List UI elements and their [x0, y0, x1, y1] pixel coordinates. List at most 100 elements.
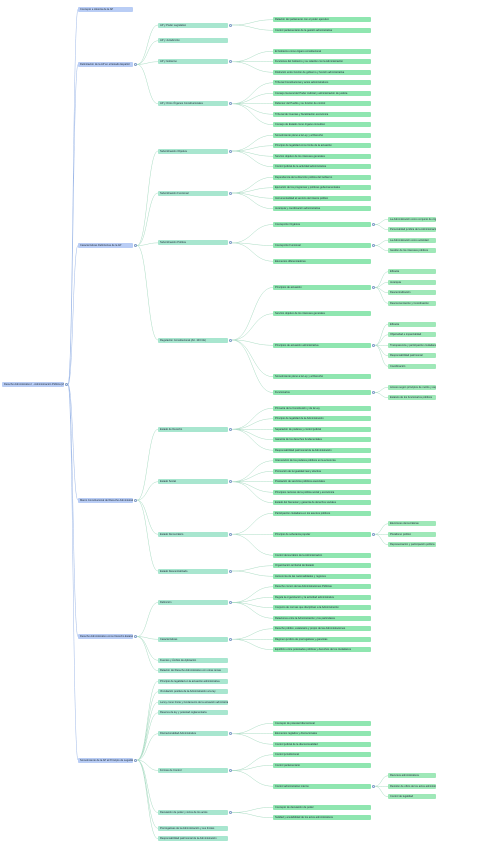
node-tribunal-de-cuentas-y-fiscalizacion-econ[interactable]: Tribunal de Cuentas y fiscalización econ…	[273, 111, 371, 117]
collapse-toggle[interactable]	[134, 498, 137, 502]
collapse-toggle[interactable]	[229, 102, 232, 106]
node-servicio-objetivo-de-los-intereses-gener[interactable]: Servicio objetivo de los intereses gener…	[273, 311, 371, 317]
node-elecciones-democraticas[interactable]: Elecciones democráticas	[388, 521, 436, 527]
node-responsabilidad-patrimonial-de-la-admini[interactable]: Responsabilidad patrimonial de la Admini…	[158, 836, 228, 842]
node-equilibrio-entre-potestades-publicas-y-d[interactable]: Equilibrio entre potestades públicas y d…	[273, 647, 371, 653]
node-formas-de-control[interactable]: Formas de Control	[158, 768, 228, 773]
node-ap-y-poder-legislativo[interactable]: AP y Poder Legislativo	[158, 22, 228, 28]
node-recursos-administrativos[interactable]: Recursos administrativos	[388, 773, 436, 779]
node-ap-y-gobierno[interactable]: AP y Gobierno	[158, 59, 228, 65]
collapse-toggle[interactable]	[372, 286, 375, 289]
node-delimitacion-de-la-ap-en-el-estado-espan[interactable]: Delimitación de la AP en el Estado Españ…	[78, 61, 133, 67]
node-control-judicial-de-la-actividad-adminis[interactable]: Control judicial de la actividad adminis…	[273, 164, 371, 170]
node-descentralizacion[interactable]: Descentralización	[388, 290, 436, 296]
node-conjunto-de-normas-que-disciplinan-a-la-[interactable]: Conjunto de normas que disciplinan a la …	[273, 605, 371, 611]
node-caracteristicas-definitorias-de-la-ap[interactable]: Características Definitorias de la AP	[78, 243, 133, 248]
node-el-gobierno-como-organo-constitucional[interactable]: El Gobierno como órgano constitucional	[273, 48, 371, 54]
collapse-toggle[interactable]	[229, 23, 232, 27]
collapse-toggle[interactable]	[229, 241, 232, 245]
node-consejo-general-del-poder-judicial-y-adm[interactable]: Consejo General del Poder Judicial y adm…	[273, 90, 371, 96]
node-subordinacion-politica[interactable]: Subordinación Política	[158, 240, 228, 246]
node-transparencia-y-participacion-ciudadana[interactable]: Transparencia y participación ciudadana	[388, 342, 436, 348]
collapse-toggle[interactable]	[134, 62, 137, 66]
node-estado-del-bienestar-y-garantia-de-derec[interactable]: Estado del bienestar y garantía de derec…	[273, 500, 371, 506]
node-gestion-de-los-intereses-publicos[interactable]: Gestión de los intereses públicos	[388, 248, 436, 254]
collapse-toggle[interactable]	[229, 60, 232, 64]
collapse-toggle[interactable]	[229, 811, 232, 814]
node-intervencion-de-los-poderes-publicos-en-[interactable]: Intervención de los poderes públicos en …	[273, 458, 371, 464]
collapse-toggle[interactable]	[229, 532, 232, 536]
node-elementos-reglados-y-discrecionales[interactable]: Elementos reglados y discrecionales	[273, 731, 371, 737]
node-representacion-y-participacion-politica[interactable]: Representación y participación política	[388, 542, 436, 548]
node-regula-la-organizacion-y-la-actividad-ad[interactable]: Regula la organización y la actividad ad…	[273, 594, 371, 600]
node-ap-y-otros-organos-constitucionales[interactable]: AP y Otros Órganos Constitucionales	[158, 101, 228, 107]
node-autonomia-de-las-nacionalidades-y-region[interactable]: Autonomía de las nacionalidades y region…	[273, 573, 371, 579]
node-reserva-de-ley-y-potestad-reglamentaria[interactable]: Reserva de ley y potestad reglamentaria	[158, 710, 228, 716]
node-la-administracion-como-conjunto-de-organ[interactable]: La Administración como conjunto de órgan…	[388, 216, 436, 222]
node-consejo-de-estado-como-organo-consultivo[interactable]: Consejo de Estado como órgano consultivo	[273, 122, 371, 128]
node-control-parlamentario-de-la-gestion-admi[interactable]: Control parlamentario de la gestión admi…	[273, 27, 371, 33]
node-caracteristicas[interactable]: Características	[158, 636, 228, 642]
node-principios-de-actuacion-administrativa[interactable]: Principios de actuación administrativa	[273, 342, 371, 348]
collapse-toggle[interactable]	[229, 149, 232, 153]
node-marco-constitucional-del-derecho-adminis[interactable]: Marco Constitucional del Derecho Adminis…	[78, 497, 133, 503]
node-principio-de-legalidad-como-limite-de-la[interactable]: Principio de legalidad como límite de la…	[273, 143, 371, 149]
collapse-toggle[interactable]	[372, 343, 375, 347]
node-servicio-objetivo-de-los-intereses-gener[interactable]: Servicio objetivo de los intereses gener…	[273, 153, 371, 159]
node-desviacion-de-poder-y-vicios-de-los-acto[interactable]: Desviación de poder y vicios de los acto…	[158, 810, 228, 815]
node-tribunal-constitucional-y-actos-administ[interactable]: Tribunal Constitucional y actos administ…	[273, 80, 371, 86]
node-la-administracion-como-actividad[interactable]: La Administración como actividad	[388, 237, 436, 243]
node-sometimiento-pleno-a-la-ley-y-al-derecho[interactable]: Sometimiento pleno a la Ley y al Derecho	[273, 132, 371, 138]
node-control-parlamentario[interactable]: Control parlamentario	[273, 762, 371, 768]
node-derecho-administrativo-i-administracion-[interactable]: Derecho Administrativo I - Administració…	[2, 382, 64, 388]
collapse-toggle[interactable]	[229, 732, 232, 736]
collapse-toggle[interactable]	[229, 637, 232, 641]
node-relaciones-entre-la-administracion-y-los[interactable]: Relaciones entre la Administración y los…	[273, 615, 371, 621]
node-responsabilidad-patrimonial[interactable]: Responsabilidad patrimonial	[388, 353, 436, 359]
node-subordinacion-objetiva[interactable]: Subordinación Objetiva	[158, 148, 228, 154]
node-dependencia-de-la-direccion-politica-del[interactable]: Dependencia de la dirección política del…	[273, 174, 371, 180]
node-prestacion-de-servicios-publicos-esencia[interactable]: Prestación de servicios públicos esencia…	[273, 479, 371, 485]
node-jerarquia-y-coordinacion-administrativa[interactable]: Jerarquía y coordinación administrativa	[273, 206, 371, 212]
node-separacion-de-poderes-y-control-judicial[interactable]: Separación de poderes y control judicial	[273, 426, 371, 432]
node-concepcion-funcional[interactable]: Concepción Funcional	[273, 243, 371, 248]
node-primacia-de-la-constitucion-y-de-la-ley[interactable]: Primacía de la Constitución y de la Ley	[273, 405, 371, 411]
collapse-toggle[interactable]	[65, 383, 68, 387]
collapse-toggle[interactable]	[372, 532, 375, 536]
node-organizacion-territorial-del-estado[interactable]: Organización territorial del Estado	[273, 563, 371, 569]
collapse-toggle[interactable]	[229, 427, 232, 431]
node-concepto-de-desviacion-de-poder[interactable]: Concepto de desviación de poder	[273, 804, 371, 810]
node-control-administrativo-interno[interactable]: Control administrativo interno	[273, 783, 371, 789]
node-regulacion-constitucional-art-103-ce[interactable]: Regulación Constitucional (Art. 103 CE)	[158, 337, 228, 343]
collapse-toggle[interactable]	[229, 769, 232, 772]
node-nulidad-y-anulabilidad-de-los-actos-admi[interactable]: Nulidad y anulabilidad de los actos admi…	[273, 815, 371, 821]
node-ejecucion-de-los-programas-y-politicas-g[interactable]: Ejecución de los programas y políticas g…	[273, 185, 371, 191]
node-control-democratico-de-la-administracion[interactable]: Control democrático de la Administración	[273, 552, 371, 558]
collapse-toggle[interactable]	[372, 391, 375, 394]
node-elementos-diferenciadores[interactable]: Elementos diferenciadores	[273, 258, 371, 264]
node-la-ley-como-limite-y-fundamento-de-la-ac[interactable]: La ley como límite y fundamento de la ac…	[158, 699, 228, 705]
node-derecho-publico-estatutario-y-propio-de-[interactable]: Derecho público, estatutario y propio de…	[273, 626, 371, 632]
node-eficacia[interactable]: Eficacia	[388, 269, 436, 275]
node-funciones-del-gobierno-y-su-relacion-con[interactable]: Funciones del Gobierno y su relación con…	[273, 59, 371, 65]
node-principios-de-actuacion[interactable]: Principios de actuación	[273, 285, 371, 290]
node-concepto-de-potestad-discrecional[interactable]: Concepto de potestad discrecional	[273, 720, 371, 726]
node-eficacia[interactable]: Eficacia	[388, 321, 436, 327]
node-sometimiento-pleno-a-la-ley-y-al-derecho[interactable]: Sometimiento pleno a la Ley y al Derecho	[273, 374, 371, 380]
collapse-toggle[interactable]	[134, 635, 137, 639]
node-estatuto-de-los-funcionarios-publicos[interactable]: Estatuto de los funcionarios públicos	[388, 395, 436, 401]
collapse-toggle[interactable]	[134, 244, 137, 247]
node-prerrogativas-de-la-administracion-y-sus[interactable]: Prerrogativas de la Administración y sus…	[158, 825, 228, 831]
node-principio-de-legalidad-de-la-administrac[interactable]: Principio de legalidad de la Administrac…	[273, 416, 371, 422]
node-responsabilidad-patrimonial-de-la-admini[interactable]: Responsabilidad patrimonial de la Admini…	[273, 447, 371, 453]
node-funcionarios[interactable]: Funcionarios	[273, 390, 371, 395]
node-principio-de-legalidad-en-la-actuacion-a[interactable]: Principio de legalidad en la actuación a…	[158, 678, 228, 684]
node-jerarquia[interactable]: Jerarquía	[388, 279, 436, 285]
collapse-toggle[interactable]	[372, 244, 375, 247]
node-objetividad-e-imparcialidad[interactable]: Objetividad e imparcialidad	[388, 332, 436, 338]
node-derecho-administrativo-como-derecho-esta[interactable]: Derecho Administrativo como Derecho Esta…	[78, 634, 133, 640]
collapse-toggle[interactable]	[229, 480, 232, 484]
node-fuentes-y-ambito-de-aplicacion[interactable]: Fuentes y Ámbito de Aplicación	[158, 657, 228, 663]
node-vinculacion-positiva-de-la-administracio[interactable]: Vinculación positiva de la Administració…	[158, 689, 228, 695]
node-subordinacion-funcional[interactable]: Subordinación Funcional	[158, 190, 228, 196]
